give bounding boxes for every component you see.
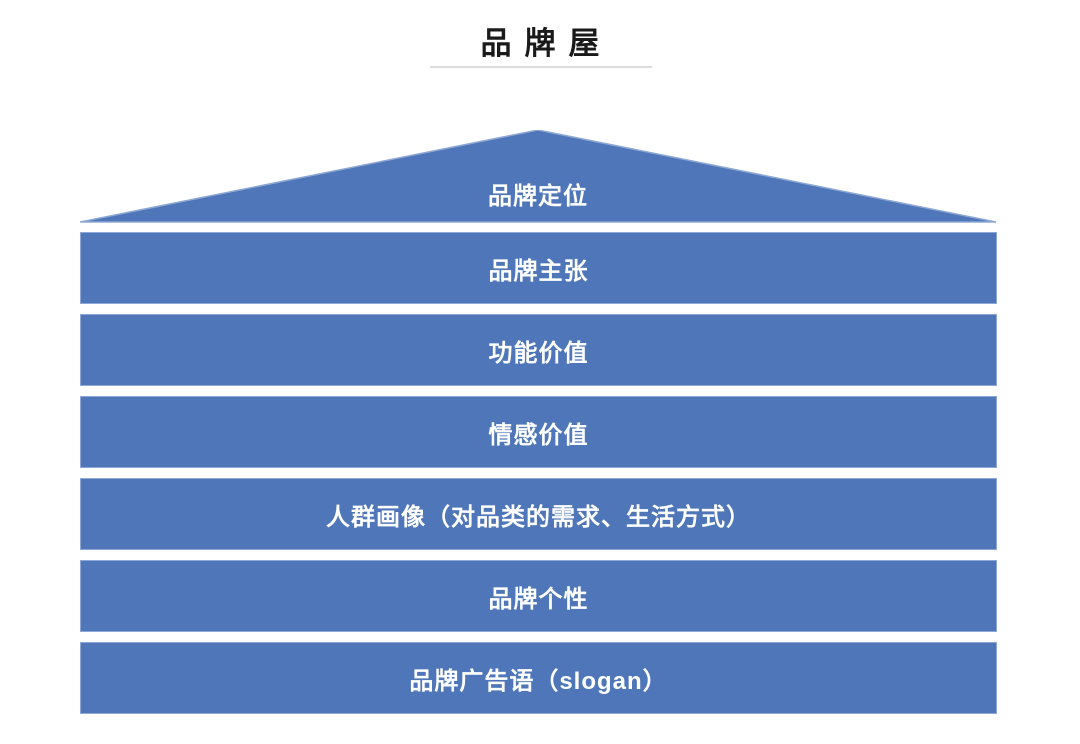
house-row-brand-proposition: 品牌主张	[80, 232, 997, 304]
house-row-label: 品牌个性	[488, 585, 589, 613]
title-block: 品牌屋	[0, 22, 1080, 66]
house-row-label: 情感价值	[488, 421, 589, 449]
house-row-functional-value: 功能价值	[80, 314, 997, 386]
house-row-brand-slogan: 品牌广告语（slogan）	[80, 642, 997, 714]
house-row-label: 功能价值	[488, 339, 589, 367]
page-title: 品牌屋	[480, 26, 613, 61]
house-roof: 品牌定位	[80, 130, 996, 223]
house-row-audience-profile: 人群画像（对品类的需求、生活方式）	[80, 478, 997, 550]
roof-triangle-icon	[80, 130, 996, 223]
house-row-label: 人群画像（对品类的需求、生活方式）	[326, 503, 751, 531]
title-divider	[430, 66, 652, 68]
house-row-emotional-value: 情感价值	[80, 396, 997, 468]
house-row-label: 品牌广告语（slogan）	[409, 667, 668, 695]
house-row-label: 品牌主张	[488, 257, 589, 285]
house-row-brand-personality: 品牌个性	[80, 560, 997, 632]
